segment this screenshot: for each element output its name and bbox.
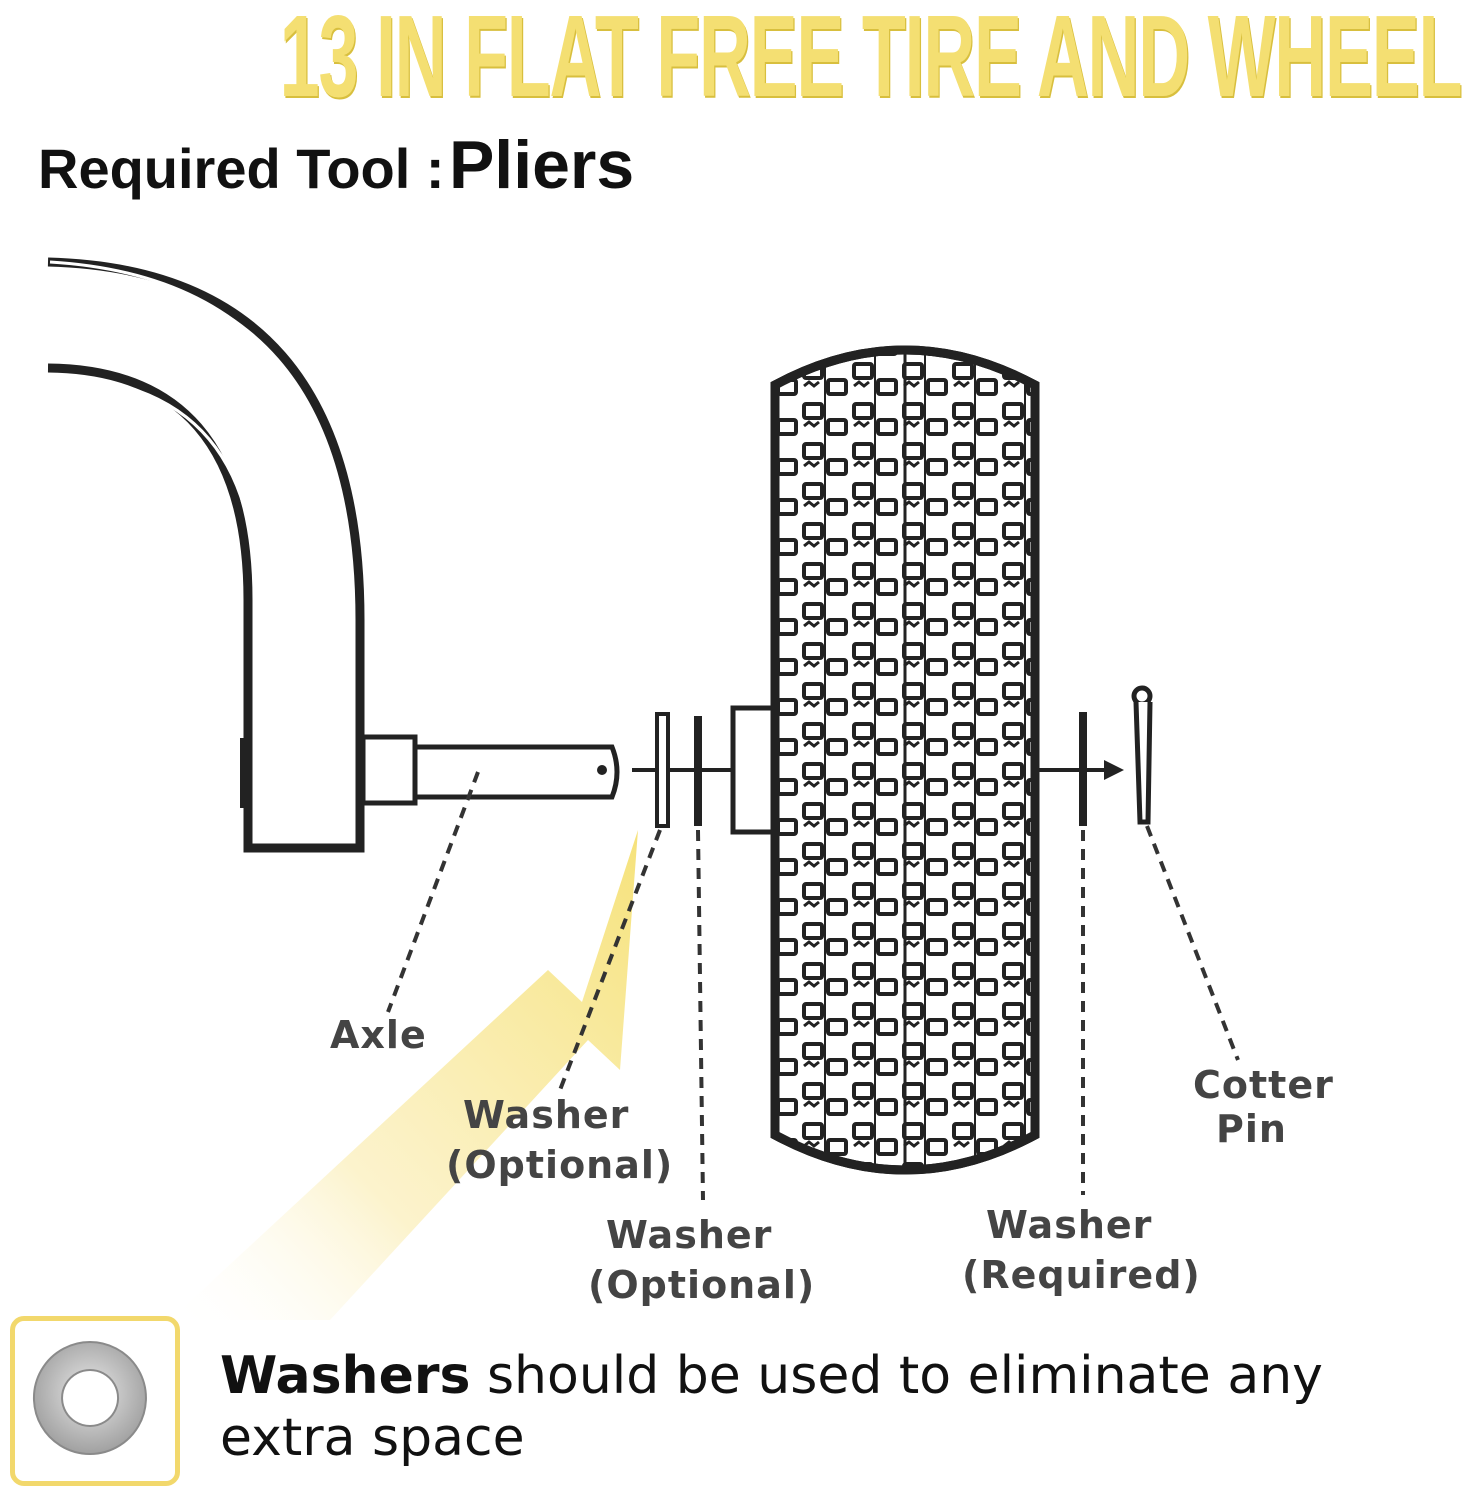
washer-3-sublabel: (Required): [962, 1253, 1201, 1297]
washer-2-sublabel: (Optional): [588, 1263, 815, 1307]
wheel-hub: [730, 705, 776, 835]
cotter-pin-sublabel: Pin: [1216, 1107, 1287, 1151]
washer-part-2: [694, 716, 702, 826]
washer-part-3: [1079, 712, 1087, 826]
cotter-pin-label: Cotter: [1193, 1063, 1334, 1107]
cotter-pin-part: [1131, 685, 1153, 825]
washer-icon: [32, 1341, 147, 1455]
required-tool-label: Required Tool :: [38, 137, 445, 200]
axle-part: [360, 734, 620, 806]
required-tool-value: Pliers: [448, 127, 635, 203]
washer-3-label: Washer: [986, 1203, 1152, 1247]
washer-note-text: should be used to eliminate any extra sp…: [220, 1346, 1323, 1468]
washer-1-sublabel: (Optional): [446, 1143, 673, 1187]
washer-1-label: Washer: [463, 1093, 629, 1137]
axis-arrowhead: [1104, 760, 1124, 780]
assembly-diagram: Axle Washer (Optional) Washer (Optional)…: [47, 257, 1334, 1320]
highlight-arrow-icon: [170, 830, 638, 1320]
axle-label: Axle: [330, 1013, 427, 1057]
leader-lines: [386, 771, 1240, 1201]
washer-2-label: Washer: [606, 1213, 772, 1257]
tire-part: [770, 345, 1040, 1175]
washer-icon-box: [10, 1316, 180, 1486]
washer-part-1: [655, 712, 670, 828]
wheelbarrow-frame: [47, 257, 365, 853]
washer-note: Washers should be used to eliminate any …: [220, 1345, 1460, 1469]
washer-note-bold: Washers: [220, 1346, 471, 1406]
required-tool: Required Tool : Pliers: [38, 126, 634, 206]
